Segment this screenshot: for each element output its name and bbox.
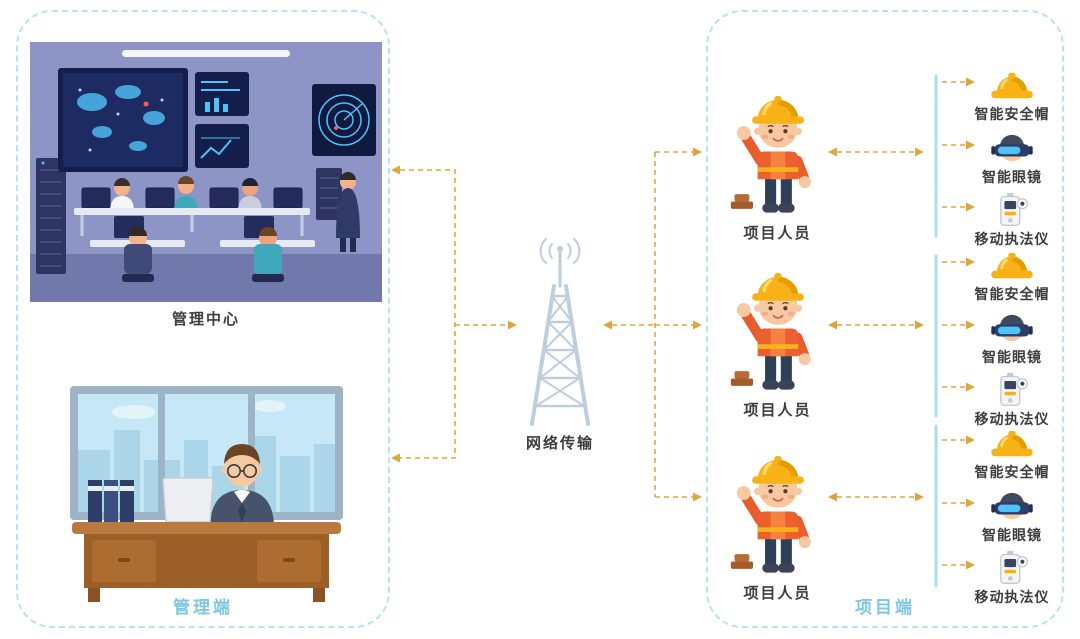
worker-2: 项目人员 xyxy=(720,249,835,420)
construction-worker-icon xyxy=(727,249,829,397)
mobile-enforcement-camera-icon xyxy=(956,550,1068,586)
network-caption: 网络传输 xyxy=(525,435,594,452)
device-item: 智能眼镜 xyxy=(956,130,1068,187)
device-label: 智能安全帽 xyxy=(974,464,1050,480)
device-label: 智能安全帽 xyxy=(974,286,1050,302)
project-panel: 项目人员 项目人员 项目人员 智能安全帽 智能眼镜 移动执法仪 智能安全帽 xyxy=(706,10,1064,628)
device-label: 智能眼镜 xyxy=(982,169,1042,185)
smart-glasses-icon xyxy=(956,130,1068,166)
safety-helmet-icon xyxy=(956,67,1068,103)
device-label: 移动执法仪 xyxy=(974,589,1050,605)
management-panel-label: 管理端 xyxy=(173,598,233,617)
worker-caption: 项目人员 xyxy=(743,585,812,602)
device-item: 移动执法仪 xyxy=(956,372,1068,429)
construction-worker-icon xyxy=(727,72,829,220)
device-item: 移动执法仪 xyxy=(956,192,1068,249)
device-item: 智能安全帽 xyxy=(956,67,1068,124)
mobile-enforcement-camera-icon xyxy=(956,372,1068,408)
device-item: 智能安全帽 xyxy=(956,425,1068,482)
device-label: 智能眼镜 xyxy=(982,527,1042,543)
device-label: 移动执法仪 xyxy=(974,231,1050,247)
device-label: 智能眼镜 xyxy=(982,349,1042,365)
project-panel-label: 项目端 xyxy=(855,598,915,617)
construction-worker-icon xyxy=(727,432,829,580)
safety-helmet-icon xyxy=(956,425,1068,461)
control-room-scene-icon xyxy=(30,42,382,302)
transmission-tower-icon xyxy=(530,238,590,426)
network-tower: 网络传输 xyxy=(498,236,622,453)
worker-caption: 项目人员 xyxy=(743,402,812,419)
management-panel: 管理中心 xyxy=(16,10,390,628)
safety-helmet-icon xyxy=(956,247,1068,283)
manager-at-desk-scene-icon xyxy=(70,386,343,602)
device-item: 智能安全帽 xyxy=(956,247,1068,304)
smart-glasses-icon xyxy=(956,488,1068,524)
device-item: 智能眼镜 xyxy=(956,310,1068,367)
smart-glasses-icon xyxy=(956,310,1068,346)
worker-1: 项目人员 xyxy=(720,72,835,243)
worker-caption: 项目人员 xyxy=(743,225,812,242)
management-center-illustration xyxy=(30,42,382,302)
device-item: 移动执法仪 xyxy=(956,550,1068,607)
worker-3: 项目人员 xyxy=(720,432,835,603)
device-label: 智能安全帽 xyxy=(974,106,1050,122)
device-label: 移动执法仪 xyxy=(974,411,1050,427)
management-center-caption: 管理中心 xyxy=(171,311,240,328)
device-item: 智能眼镜 xyxy=(956,488,1068,545)
office-illustration xyxy=(64,384,349,606)
mobile-enforcement-camera-icon xyxy=(956,192,1068,228)
